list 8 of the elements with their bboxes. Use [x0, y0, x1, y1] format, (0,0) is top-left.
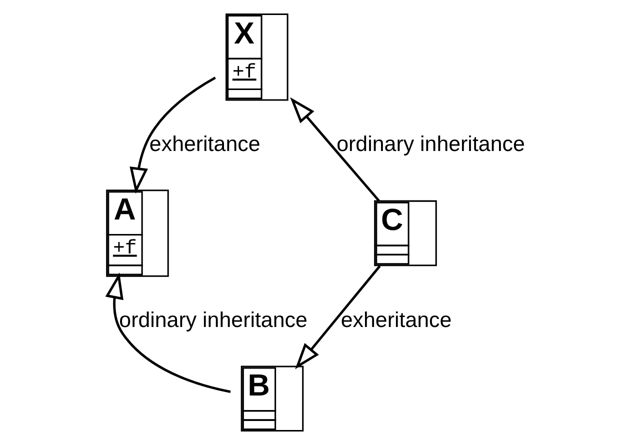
arrow — [294, 265, 380, 370]
edge-label: exheritance — [148, 132, 260, 156]
edge-label: exheritance — [340, 308, 452, 332]
edge-label: ordinary inheritance — [336, 132, 524, 156]
edge-label: ordinary inheritance — [118, 308, 307, 332]
arrow — [129, 76, 216, 194]
arrow — [104, 272, 230, 394]
arrow — [290, 97, 380, 202]
